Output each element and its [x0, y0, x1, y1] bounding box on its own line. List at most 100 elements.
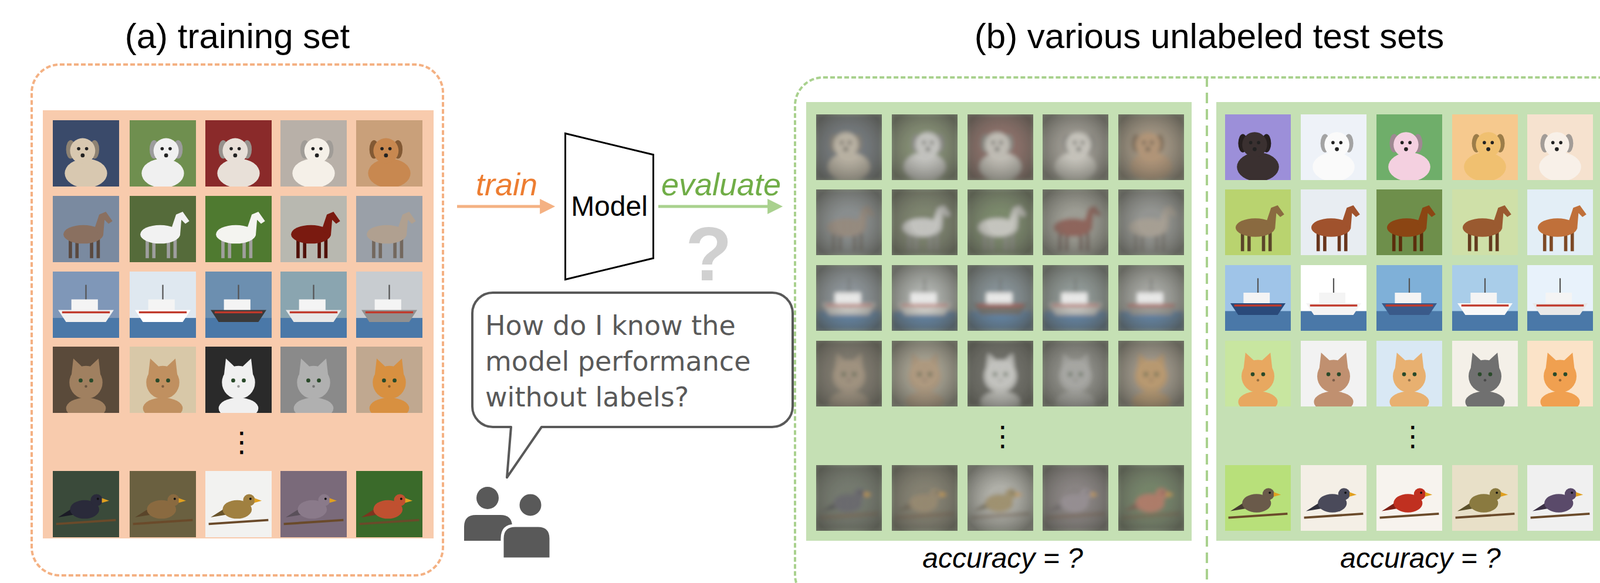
image-clip	[891, 265, 958, 331]
ship-stripe	[139, 311, 187, 314]
haze-overlay	[967, 265, 1034, 331]
haze-overlay	[1118, 465, 1185, 531]
ship-cabin	[1318, 292, 1346, 304]
image-content	[205, 120, 272, 187]
fog-overlay	[891, 465, 958, 531]
image-background	[1452, 465, 1518, 531]
ship-cabin	[299, 299, 326, 311]
cat-body	[1237, 391, 1278, 407]
image-clip	[1118, 465, 1185, 531]
image-tile	[1300, 340, 1367, 413]
image-tile	[52, 271, 120, 338]
image-background	[1300, 265, 1367, 331]
image-clip	[52, 271, 120, 338]
image-background	[1042, 340, 1109, 407]
image-background	[52, 471, 120, 538]
fog-overlay	[1042, 189, 1109, 256]
ship-stripe	[62, 311, 110, 314]
cat-eye	[306, 378, 311, 383]
bird-beak	[178, 498, 186, 503]
flow-arrow	[457, 205, 549, 209]
ellipsis: ⋮	[1398, 421, 1427, 451]
image-tile	[356, 120, 423, 188]
image-background	[1118, 189, 1185, 256]
ship-cabin	[224, 299, 251, 311]
image-background	[1452, 189, 1518, 256]
image-grid-background	[1216, 102, 1600, 541]
ship-mast	[85, 285, 87, 302]
image-tile	[1118, 465, 1185, 531]
image-background	[816, 265, 882, 331]
haze-overlay	[1118, 189, 1185, 256]
image-tile	[1452, 465, 1518, 531]
speech-bubble: How do I know the model performance with…	[472, 292, 793, 428]
image-clip	[280, 120, 347, 187]
dog-head	[69, 138, 96, 164]
image-tile	[1042, 465, 1109, 531]
fog-overlay	[967, 465, 1034, 531]
haze-overlay	[891, 189, 958, 256]
cat-eye	[155, 378, 160, 383]
image-clip	[1042, 114, 1109, 181]
image-clip	[280, 346, 347, 414]
image-clip	[1527, 265, 1593, 331]
ship-mast	[161, 285, 164, 302]
image-clip	[816, 465, 882, 531]
dog-head	[1475, 132, 1501, 158]
dog-eye	[160, 147, 165, 151]
image-background	[967, 189, 1034, 256]
cat-eye	[1553, 372, 1558, 377]
bird-head	[393, 494, 406, 507]
image-background	[1225, 465, 1291, 531]
bird-branch	[133, 520, 194, 525]
cat-nose	[1332, 379, 1335, 382]
image-background	[1118, 465, 1185, 531]
image-clip	[816, 189, 882, 256]
panel-heading: (b) various unlabeled test sets	[974, 15, 1444, 57]
image-content	[1452, 340, 1518, 407]
ship-hull	[58, 310, 114, 323]
dog-eye	[1249, 140, 1253, 145]
haze-overlay	[1042, 465, 1109, 531]
haze-overlay	[1118, 340, 1185, 407]
image-background	[816, 114, 882, 181]
image-tile	[1376, 189, 1443, 256]
image-clip	[1452, 465, 1518, 531]
dog-eye	[388, 147, 392, 151]
fog-overlay	[1118, 340, 1185, 407]
ship-stripe	[1234, 304, 1282, 307]
bird-head	[1414, 488, 1426, 500]
cat-head	[69, 366, 103, 400]
image-tile	[205, 271, 272, 338]
image-content	[1225, 465, 1291, 531]
image-clip	[1452, 265, 1518, 331]
fog-overlay	[1042, 465, 1109, 531]
image-content	[891, 265, 958, 331]
trapezoid	[565, 133, 654, 280]
image-tile	[1118, 265, 1185, 331]
cat-eye	[1412, 372, 1417, 377]
image-content	[1452, 189, 1518, 256]
image-background	[1527, 465, 1593, 531]
image-content	[891, 189, 958, 256]
image-clip	[891, 114, 958, 181]
dog-nose	[1334, 147, 1339, 152]
image-background	[1042, 114, 1109, 181]
image-tile	[129, 271, 196, 338]
image-tile	[1300, 265, 1367, 331]
ship-cabin	[1470, 292, 1497, 304]
image-background	[1225, 265, 1291, 331]
dog-eye	[1256, 140, 1261, 145]
image-tile	[129, 120, 196, 188]
image-clip	[1527, 189, 1593, 256]
image-tile	[280, 271, 347, 338]
image-content	[129, 120, 196, 187]
ship-hull	[1381, 303, 1437, 316]
dog-eye	[1408, 140, 1412, 145]
cat-eye	[392, 378, 397, 383]
horse-neck	[246, 211, 266, 236]
image-content	[52, 346, 120, 414]
image-content	[205, 195, 272, 263]
bird-branch	[208, 520, 269, 525]
